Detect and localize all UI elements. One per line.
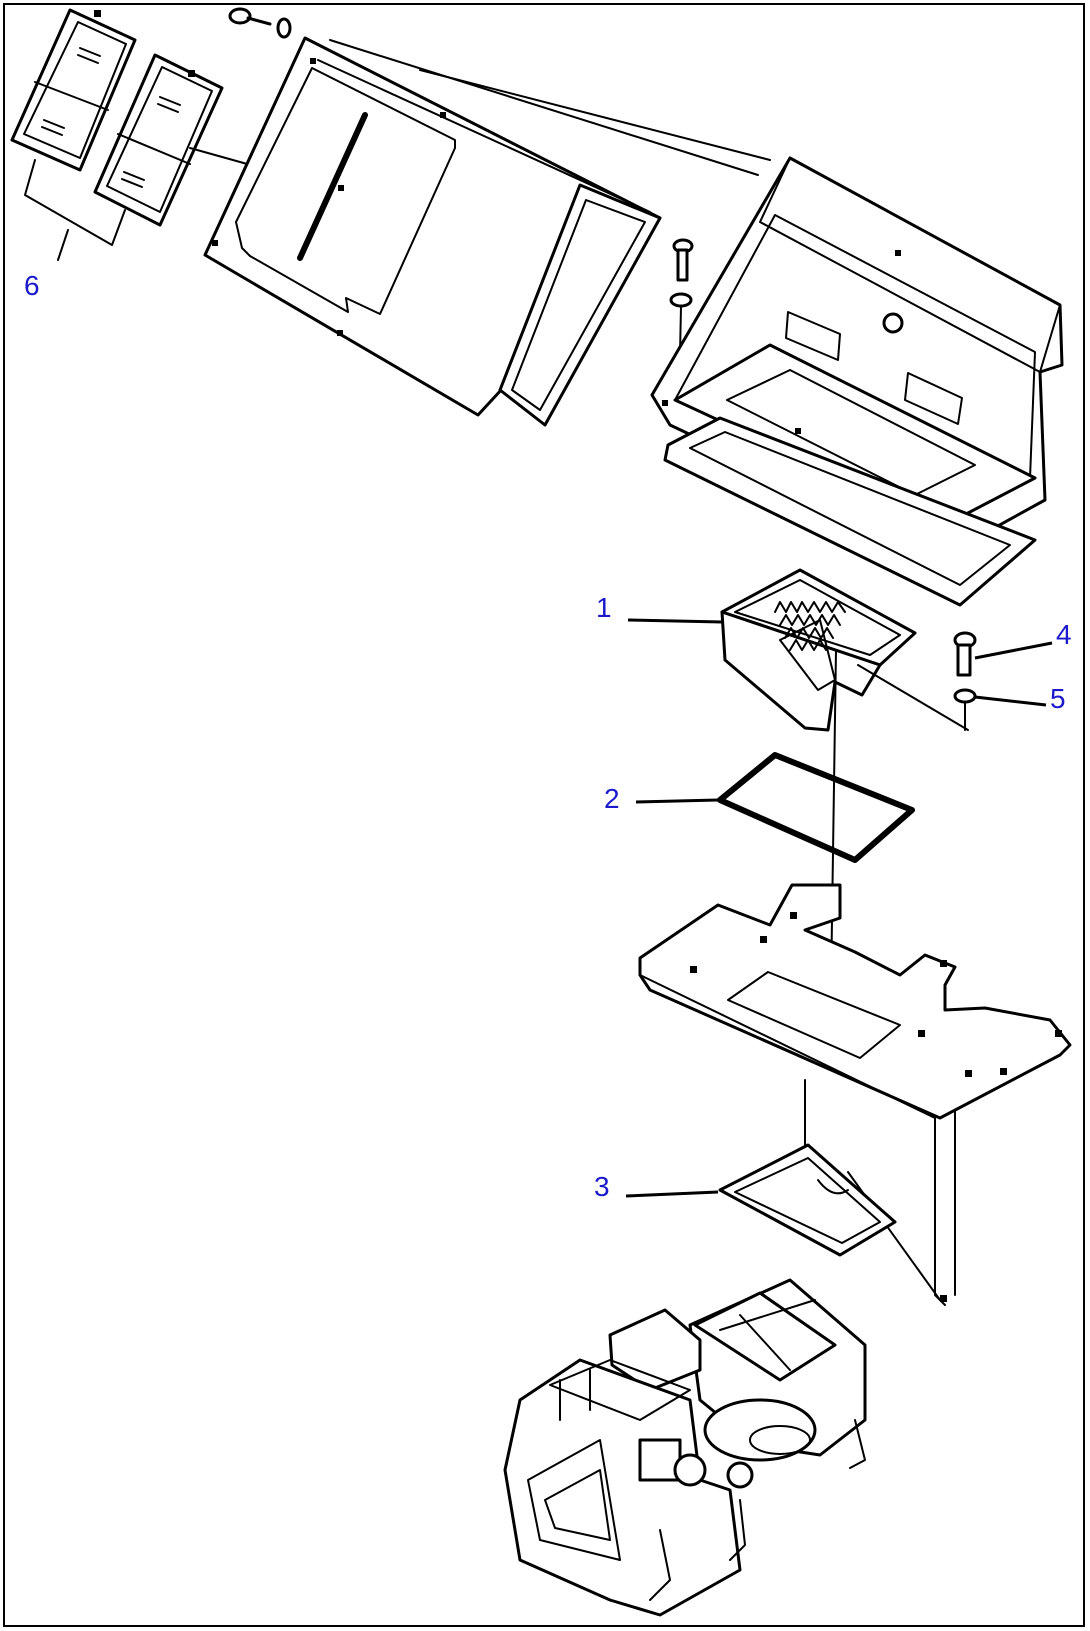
filter-housing	[720, 568, 917, 732]
cover-to-box-line-2	[419, 69, 771, 161]
console-box-gasket	[663, 416, 1037, 607]
cover-gasket-strip	[498, 183, 662, 427]
callout-3: 3	[594, 1171, 719, 1202]
box-bolt	[669, 238, 694, 356]
gasket-part-2	[717, 752, 915, 863]
svg-text:3: 3	[594, 1171, 610, 1202]
heater-blower-unit	[503, 1278, 867, 1617]
module-bracket	[24, 159, 126, 246]
housing-to-bolt-line	[857, 664, 969, 731]
svg-text:1: 1	[596, 592, 612, 623]
bolt-part-4	[953, 631, 977, 677]
panel-screw	[228, 7, 292, 39]
mounting-plate	[638, 883, 1072, 1306]
callout-5: 5	[974, 683, 1066, 714]
svg-text:6: 6	[24, 270, 40, 301]
svg-text:2: 2	[604, 783, 620, 814]
svg-text:4: 4	[1056, 619, 1072, 650]
callout-1: 1	[596, 592, 723, 624]
gasket-part-3	[718, 1143, 897, 1257]
callout-6: 6	[24, 270, 40, 301]
switch-module-right	[93, 53, 224, 227]
switch-module-left	[10, 8, 137, 172]
washer-part-5	[953, 688, 977, 731]
module-leader	[57, 229, 69, 261]
callout-2: 2	[604, 783, 719, 814]
cover-to-box-line-1	[329, 39, 759, 176]
callout-4: 4	[974, 619, 1072, 660]
svg-text:5: 5	[1050, 683, 1066, 714]
